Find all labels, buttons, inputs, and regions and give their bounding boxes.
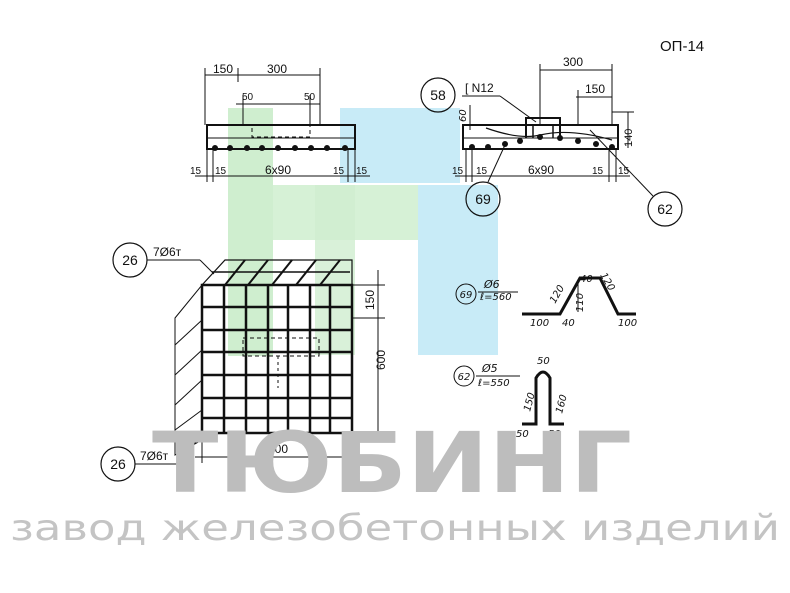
tl-dim-300: 300 [267,62,287,76]
mesh-callout-bottom: 26 [110,456,126,472]
tl-rebar-dots [212,145,348,151]
callout-58-circle [420,77,456,113]
tl-dim-6x90: 6x90 [265,163,291,177]
tl-dim-50-b: 50 [304,92,316,103]
detail-62-dim-50-b: 50 [548,429,561,440]
watermark-subtitle: завод железобетонных изделий [10,508,780,549]
tr-rebar-dots [469,134,615,150]
detail-69-circle [455,283,477,305]
detail-62-dim-160: 160 [554,393,570,414]
top-right-view: 300 150 60 140 [ N12 [420,55,683,227]
tr-dim-15-a: 15 [452,166,464,177]
mesh-rebar-top: 7Ø6т [153,245,182,259]
tr-dim-140: 140 [623,129,635,147]
detail-62-dim-50-top: 50 [537,356,550,367]
logo-watermark [228,108,498,356]
tl-dim-50-a: 50 [242,92,254,103]
detail-69-dim-40-bottom: 40 [562,318,575,329]
tl-dim-15-d: 15 [356,166,368,177]
tr-dim-300: 300 [563,55,583,69]
callout-58: 58 [430,87,446,103]
mesh-grid-lines [202,285,352,433]
tr-dim-6x90: 6x90 [528,163,554,177]
mesh-rebar-bottom: 7Ø6т [140,449,169,463]
detail-69-diameter: Ø6 [483,278,500,291]
tl-dim-15-b: 15 [215,166,227,177]
tr-dim-15-d: 15 [618,166,630,177]
detail-69-length: ℓ=560 [480,292,512,303]
callout-62-circle [647,191,683,227]
tl-dim-15-c: 15 [333,166,345,177]
detail-69-dim-100-b: 100 [618,318,637,329]
detail-69-dim-110: 110 [575,293,586,312]
callout-69-circle [465,181,501,217]
tr-channel-label: [ N12 [465,81,494,95]
detail-69-id: 69 [460,290,473,301]
detail-62-circle [453,365,475,387]
detail-69-dim-40-top: 40 [580,274,593,285]
detail-62-diameter: Ø5 [481,362,498,375]
detail-62-id: 62 [458,372,471,383]
detail-62-dim-150: 150 [522,391,538,412]
top-left-view: 150 300 50 50 15 15 6x90 15 15 [190,62,370,182]
tl-dim-150: 150 [213,62,233,76]
sheet-code: ОП-14 [660,38,704,55]
mesh-view: 150 600 600 26 7Ø6т 26 7Ø6т [100,242,388,482]
mesh-dim-150: 150 [363,290,377,310]
mesh-dim-600-vertical: 600 [374,350,388,370]
tr-dim-60: 60 [458,109,469,122]
detail-62-length: ℓ=550 [478,378,510,389]
callout-62: 62 [657,201,673,217]
detail-62: 62 Ø5 ℓ=550 50 150 160 50 50 [453,356,570,440]
detail-62-dim-50-a: 50 [516,429,529,440]
tr-dim-15-b: 15 [476,166,488,177]
detail-69-dim-120-a: 120 [548,283,567,305]
detail-69-dim-100-a: 100 [530,318,549,329]
callout-69: 69 [475,191,491,207]
mesh-dim-600-horizontal: 600 [268,442,288,456]
tl-dim-15-a: 15 [190,166,202,177]
detail-69-dim-120-b: 120 [597,271,616,293]
mesh-callout-top: 26 [122,252,138,268]
tr-dim-150: 150 [585,82,605,96]
tr-dim-15-c: 15 [592,166,604,177]
watermark-brand: ТЮБИНГ [152,414,632,512]
